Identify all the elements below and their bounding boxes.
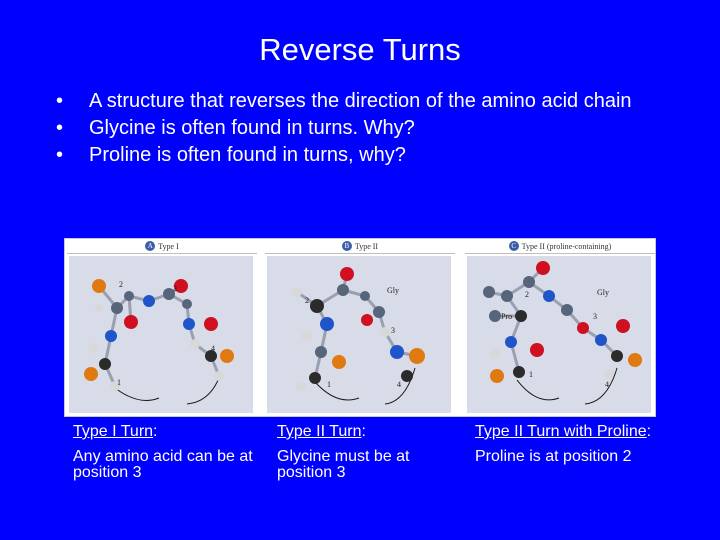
caption-body: Proline is at position 2	[475, 448, 632, 465]
panel-type-ii: B Type II	[265, 239, 455, 416]
residue-label: 3	[593, 312, 597, 321]
residue-label: 1	[529, 370, 533, 379]
bullet-marker: •	[56, 117, 64, 139]
caption-heading: Type II Turn	[277, 423, 362, 440]
bullet-list: • A structure that reverses the directio…	[56, 88, 676, 169]
ball-and-stick-model	[483, 261, 642, 405]
caption-heading: Type I Turn	[73, 423, 154, 440]
panel-label: Type II (proline-containing)	[521, 241, 612, 251]
caption-colon: :	[646, 423, 652, 440]
bullet-item: • Proline is often found in turns, why?	[56, 142, 676, 169]
molecule-model-type-i: 2 3 1 4	[69, 256, 253, 413]
ball-and-stick-model	[292, 267, 425, 405]
caption-type-i: Type I Turn: Any amino acid can be at po…	[73, 424, 263, 481]
residue-label: 4	[397, 380, 401, 389]
residue-label: Gly	[597, 288, 609, 297]
bullet-text: Proline is often found in turns, why?	[89, 144, 406, 166]
residue-label: 3	[391, 326, 395, 335]
caption-body: Any amino acid can be at position 3	[73, 448, 253, 481]
panel-type-i: A Type I	[67, 239, 257, 416]
panel-badge: A	[145, 241, 156, 251]
molecule-model-type-ii: 2 Gly 3 1 4	[267, 256, 451, 413]
bullet-item: • A structure that reverses the directio…	[56, 88, 676, 115]
bullet-marker: •	[56, 144, 64, 166]
caption-body: Glycine must be at position 3	[277, 448, 410, 481]
residue-label: 2	[305, 296, 309, 305]
panel-label: Type II	[354, 241, 379, 251]
caption-type-ii: Type II Turn: Glycine must be at positio…	[277, 424, 467, 481]
residue-label: 4	[211, 344, 215, 353]
turn-structures-figure: A Type I	[64, 238, 656, 417]
bullet-text: Glycine is often found in turns. Why?	[89, 117, 415, 139]
panel-type-ii-proline: C Type II (proline-containing)	[465, 239, 655, 416]
bullet-text: A structure that reverses the direction …	[89, 90, 632, 112]
residue-label: Pro	[501, 312, 513, 321]
panel-header: B Type II	[265, 239, 455, 254]
panel-label: Type I	[158, 241, 179, 251]
bullet-item: • Glycine is often found in turns. Why?	[56, 115, 676, 142]
bullet-marker: •	[56, 90, 64, 112]
caption-heading: Type II Turn with Proline	[475, 423, 647, 440]
residue-label: 1	[117, 378, 121, 387]
slide-title: Reverse Turns	[259, 32, 461, 67]
panel-badge: B	[341, 241, 352, 251]
caption-colon: :	[361, 423, 366, 440]
residue-label: 1	[327, 380, 331, 389]
residue-label: 4	[605, 380, 609, 389]
panel-header: C Type II (proline-containing)	[465, 239, 655, 254]
ball-and-stick-model	[84, 279, 234, 405]
residue-label: 2	[119, 280, 123, 289]
panel-badge: C	[508, 241, 519, 251]
residue-label: 3	[173, 284, 177, 293]
panel-header: A Type I	[67, 239, 257, 254]
caption-type-ii-proline: Type II Turn with Proline: Proline is at…	[475, 424, 665, 465]
residue-label: Gly	[387, 286, 399, 295]
molecule-model-type-ii-proline: 2 Gly Pro 3 1 4	[467, 256, 651, 413]
caption-colon: :	[153, 423, 158, 440]
residue-label: 2	[525, 290, 529, 299]
